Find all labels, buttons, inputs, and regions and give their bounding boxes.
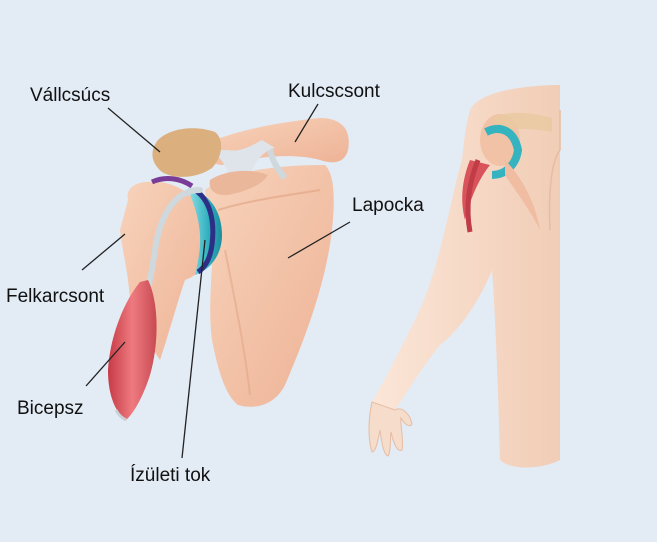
acromion-shape (152, 128, 222, 177)
capsule-shape (188, 188, 222, 275)
label-scapula: Lapocka (352, 195, 424, 216)
scapula-shape (205, 165, 334, 407)
label-clavicle: Kulcscsont (288, 81, 380, 102)
biceps-shape (108, 280, 157, 420)
label-capsule: Ízületi tok (130, 465, 211, 486)
body-silhouette (368, 85, 561, 468)
label-humerus: Felkarcsont (6, 286, 105, 307)
leader-lines (81, 103, 351, 459)
label-acromion: Vállcsúcs (30, 85, 111, 106)
label-biceps: Bicepsz (17, 398, 84, 419)
